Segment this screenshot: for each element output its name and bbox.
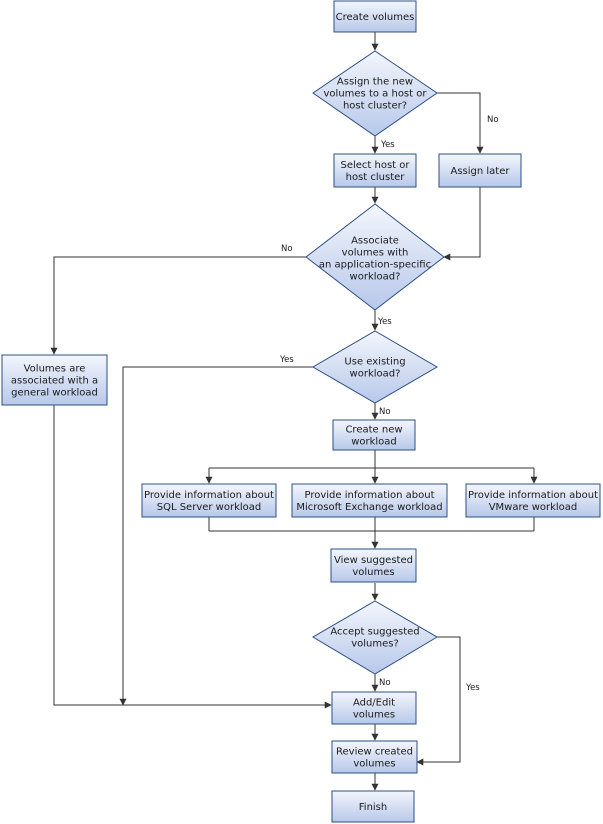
- label-line: host cluster: [346, 172, 406, 183]
- label-line: View suggested: [334, 555, 413, 566]
- edge-later-to-associate: [443, 187, 481, 261]
- edge-label-existing-yes: Yes: [279, 355, 294, 365]
- edge-accept-yes: [416, 636, 461, 766]
- label-line: Microsoft Exchange workload: [296, 502, 442, 513]
- edge-label-associate-no: No: [281, 244, 293, 254]
- edge-associate-no: [50, 256, 306, 355]
- connectors: [50, 32, 538, 791]
- label-line: workload?: [350, 369, 401, 380]
- label-line: Review created: [336, 747, 413, 758]
- add-edit-box: [331, 691, 417, 725]
- edge-label-accept-no: No: [379, 678, 391, 688]
- label-line: workload: [351, 437, 397, 448]
- sql-info-box: [141, 483, 277, 518]
- edge-label-assign-yes: Yes: [380, 140, 395, 150]
- edge-assign-no: [437, 92, 484, 154]
- edge-label-assign-no: No: [487, 115, 499, 125]
- label-line: Provide information about: [468, 490, 598, 501]
- label-line: volumes: [353, 759, 395, 770]
- label-line: Create new: [345, 425, 402, 436]
- label-line: host cluster?: [343, 101, 407, 112]
- label-line: Select host or: [340, 160, 410, 171]
- label-line: general workload: [11, 388, 98, 399]
- edge-label-associate-yes: Yes: [377, 317, 392, 327]
- view-suggested-box: [330, 548, 417, 583]
- label-line: Provide information about: [144, 490, 274, 501]
- select-host-box: [333, 153, 417, 188]
- edge-label-accept-yes: Yes: [465, 683, 480, 693]
- edge-existing-yes: [119, 366, 313, 706]
- finish-label: Finish: [359, 802, 387, 813]
- edge-general-to-addedit: [53, 405, 332, 709]
- create-new-workload-box: [332, 419, 416, 451]
- label-line: Assign the new: [337, 77, 413, 88]
- edge-label-existing-no: No: [379, 407, 391, 417]
- assign-decision-diamond: [312, 50, 438, 137]
- use-existing-decision-diamond: [312, 330, 438, 404]
- exchange-info-box: [291, 483, 448, 518]
- label-line: Volumes are: [24, 364, 86, 375]
- label-line: Create volumes: [336, 12, 415, 23]
- label-line: Assign later: [451, 166, 511, 177]
- label-line: Use existing: [344, 357, 405, 368]
- label-line: Provide information about: [305, 490, 435, 501]
- assign-later-box: [438, 153, 522, 188]
- vmware-info-box: [465, 483, 601, 518]
- label-line: volumes: [353, 710, 395, 721]
- label-line: Associate: [351, 236, 399, 247]
- accept-decision-diamond: [312, 600, 438, 675]
- label-line: Add/Edit: [353, 698, 395, 709]
- create-volumes-box: [333, 0, 417, 33]
- general-workload-box: [1, 354, 108, 406]
- label-line: an application-specific: [319, 260, 431, 271]
- label-line: SQL Server workload: [157, 502, 262, 513]
- label-line: volumes: [352, 567, 394, 578]
- label-line: Accept suggested: [330, 627, 419, 638]
- associate-decision-diamond: [305, 203, 445, 311]
- label-line: volumes?: [351, 639, 399, 650]
- finish-box: [331, 790, 415, 823]
- review-created-box: [331, 740, 418, 774]
- label-line: Finish: [359, 802, 387, 813]
- label-line: workload?: [350, 272, 401, 283]
- label-line: VMware workload: [489, 502, 578, 513]
- create-volumes-label: Create volumes: [336, 12, 415, 23]
- assign-later-label: Assign later: [451, 166, 511, 177]
- label-line: associated with a: [11, 376, 98, 387]
- edge-labels: Yes No No Yes Yes No No Yes: [279, 115, 499, 693]
- label-line: volumes to a host or: [324, 89, 428, 100]
- label-line: volumes with: [342, 248, 409, 259]
